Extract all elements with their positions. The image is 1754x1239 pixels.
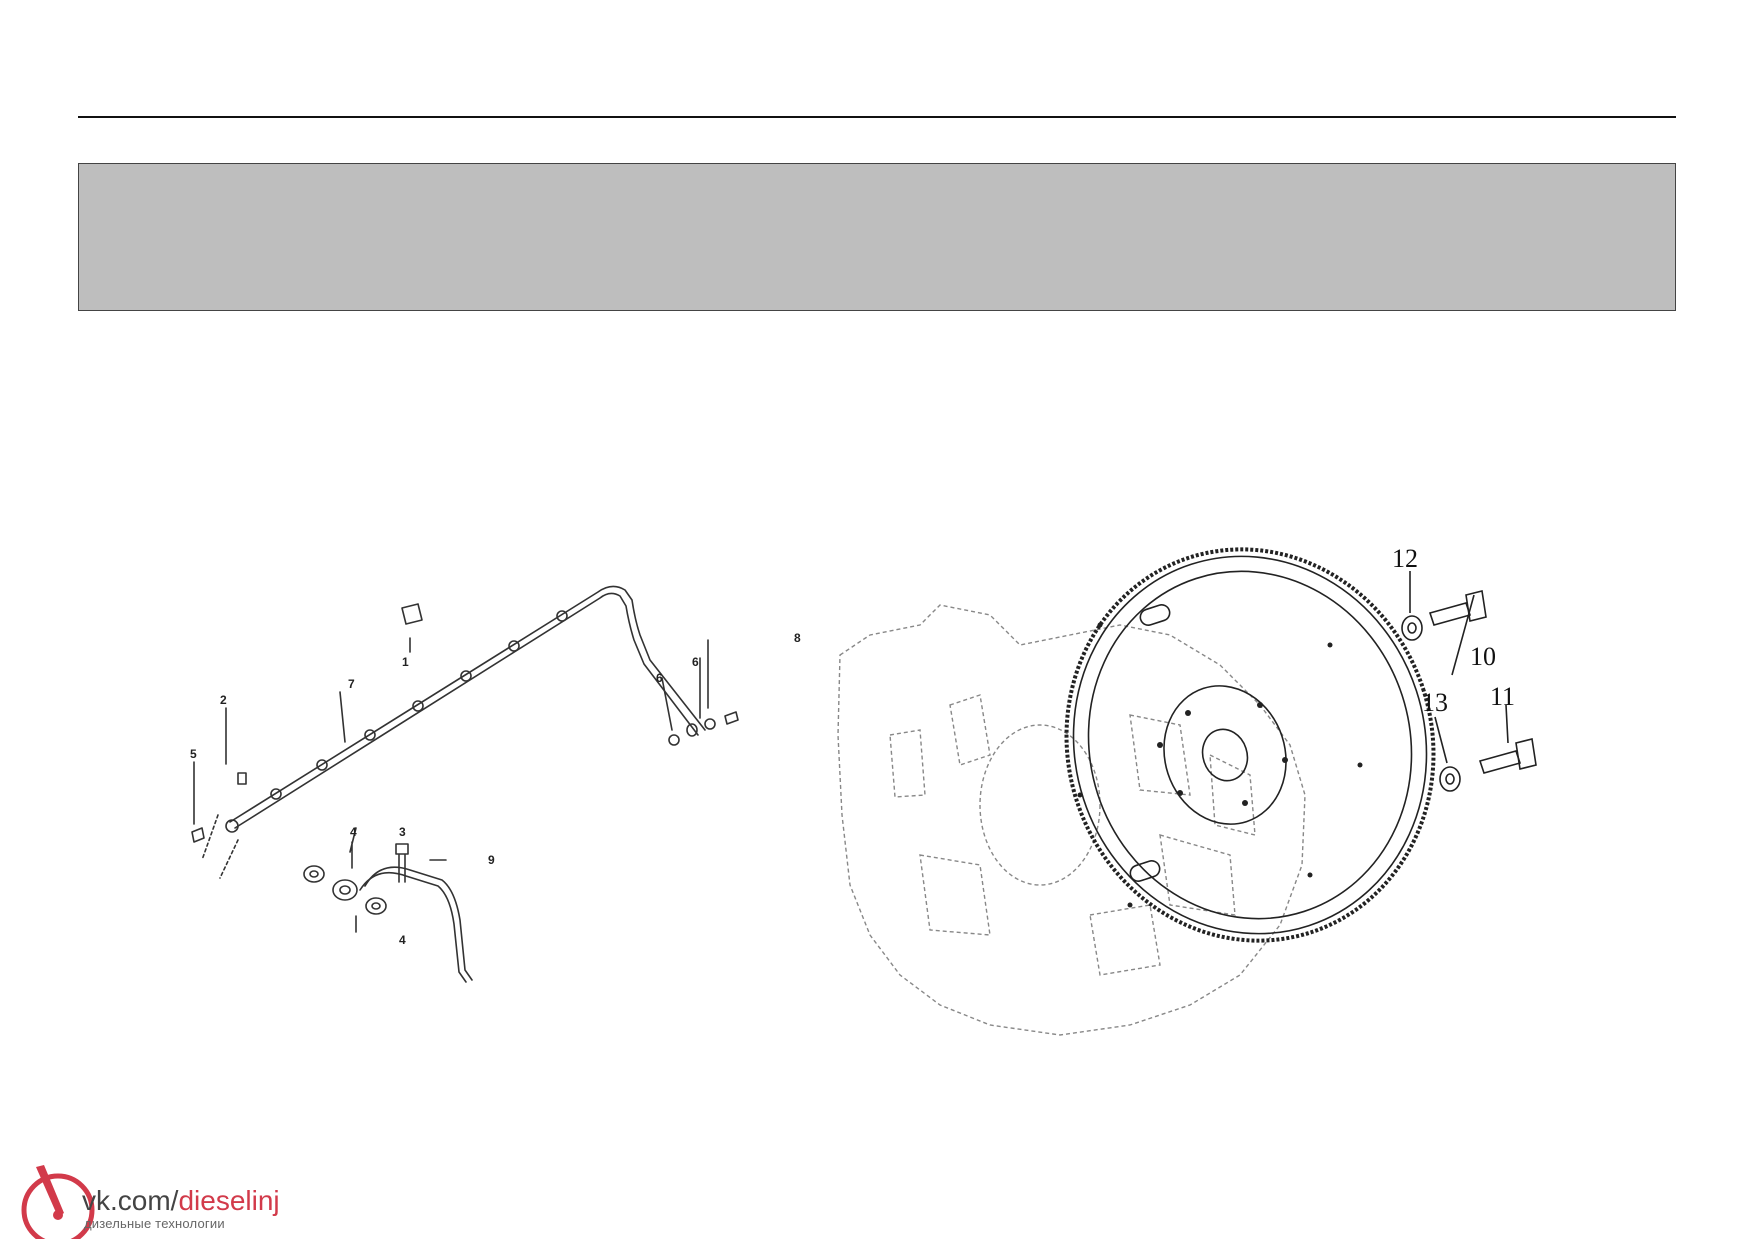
watermark-subtitle: дизельные технологии [84, 1216, 225, 1231]
watermark-domain: vk.com/dieselinj [82, 1185, 280, 1216]
callout-8: 8 [794, 631, 801, 645]
fuel-line-diagram: 1 2 3 4 4 5 6 6 7 8 9 [190, 585, 801, 983]
callout-11: 11 [1490, 682, 1515, 711]
flywheel-diagram: 12 10 13 11 [837, 544, 1537, 1036]
callout-7: 7 [348, 677, 355, 691]
callout-1: 1 [402, 655, 409, 669]
callout-6-right: 6 [692, 655, 699, 669]
callout-4-bottom: 4 [399, 933, 406, 947]
header-rule [78, 116, 1676, 118]
callout-3: 3 [399, 825, 406, 839]
callout-2: 2 [220, 693, 227, 707]
injector-logo-icon [21, 1165, 95, 1239]
callout-4-top: 4 [350, 825, 357, 839]
callout-10: 10 [1470, 642, 1496, 671]
title-banner [78, 163, 1676, 311]
callout-9: 9 [488, 853, 495, 867]
callout-5: 5 [190, 747, 197, 761]
callout-6-left: 6 [656, 671, 663, 685]
callout-12: 12 [1392, 544, 1418, 573]
callout-13: 13 [1422, 688, 1448, 717]
